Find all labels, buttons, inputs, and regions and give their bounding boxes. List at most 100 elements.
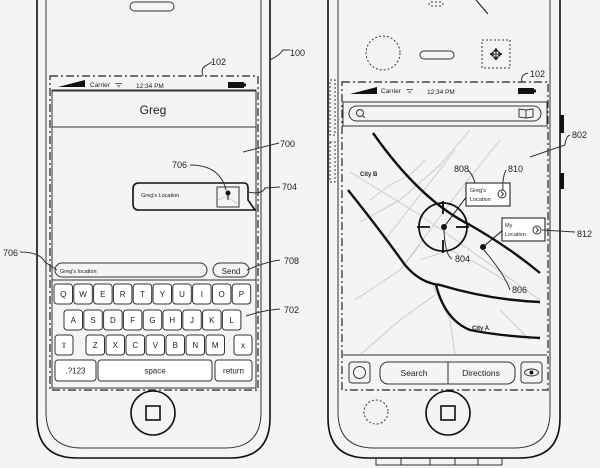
battery-icon [518, 88, 534, 94]
ref-804: 804 [455, 254, 470, 264]
key-c[interactable]: C [125, 334, 145, 356]
key-label: G [149, 316, 155, 325]
key-label: P [239, 290, 244, 299]
key-label: B [173, 341, 178, 350]
ref-802: 802 [572, 130, 587, 140]
key-label: U [179, 290, 185, 299]
key-u[interactable]: U [172, 283, 192, 305]
return-key[interactable]: return [214, 359, 253, 382]
ref-702: 702 [284, 305, 299, 315]
directions-tab-label: Directions [462, 368, 500, 378]
map-view[interactable]: City B City A Greg's Location [347, 129, 546, 356]
send-label: Send [222, 267, 241, 276]
key-f[interactable]: F [122, 309, 143, 331]
my-location-callout[interactable]: My Location [501, 217, 546, 242]
key-a[interactable]: A [63, 309, 83, 331]
key-label: T [140, 290, 145, 299]
key-q[interactable]: Q [53, 283, 73, 305]
key-label: Y [160, 290, 166, 299]
key-label: R [120, 290, 126, 299]
key-label: A [71, 316, 77, 325]
search-icon [356, 109, 364, 117]
location-bubble[interactable]: Greg's Location [132, 182, 257, 211]
ref-700: 700 [280, 139, 295, 149]
key-label: O [219, 290, 225, 299]
disclosure-icon[interactable] [497, 189, 507, 199]
space-key[interactable]: space [97, 359, 213, 382]
carrier-label: Carrier [381, 88, 402, 95]
ref-808: 808 [454, 164, 469, 174]
ref-102: 102 [211, 57, 226, 67]
bookmarks-icon[interactable] [518, 108, 534, 119]
map-thumbnail[interactable] [216, 186, 240, 208]
key-b[interactable]: B [165, 334, 185, 356]
key-label: I [201, 290, 203, 299]
key-z[interactable]: Z [85, 334, 105, 356]
key-n[interactable]: N [185, 334, 205, 356]
city-b-label: City B [360, 172, 378, 178]
volume-button[interactable] [329, 79, 336, 136]
ref-810: 810 [508, 164, 523, 174]
home-button[interactable] [425, 390, 471, 436]
key-label: S [90, 316, 95, 325]
key-label: V [153, 341, 159, 350]
home-button[interactable] [130, 390, 176, 436]
key-v[interactable]: V [145, 334, 165, 356]
key-e[interactable]: E [93, 283, 113, 305]
key-label: H [169, 316, 175, 325]
home-square-icon [145, 405, 161, 421]
key-l[interactable]: L [221, 309, 242, 331]
move-sensor [481, 39, 511, 69]
key-label: W [79, 290, 87, 299]
greg-location-callout[interactable]: Greg's Location [465, 182, 511, 207]
key-d[interactable]: D [103, 309, 123, 331]
side-button[interactable] [560, 115, 564, 133]
ref-708: 708 [284, 256, 299, 266]
key-y[interactable]: Y [152, 283, 172, 305]
camera-icon [365, 35, 401, 71]
key-k[interactable]: K [202, 309, 222, 331]
delete-key[interactable]: x [233, 334, 253, 356]
disclosure-icon[interactable] [532, 225, 542, 235]
key-h[interactable]: H [162, 309, 182, 331]
dock-connector [375, 458, 503, 466]
key-label: M [212, 341, 219, 350]
key-x[interactable]: X [105, 334, 125, 356]
key-p[interactable]: P [231, 283, 252, 305]
key-label: .?123 [65, 367, 86, 376]
message-input-value: Greg's location [60, 269, 97, 275]
key-s[interactable]: S [83, 309, 103, 331]
key-i[interactable]: I [192, 283, 212, 305]
key-j[interactable]: J [182, 309, 202, 331]
right-phone: ✥ Carrier ᯤ 12:34 PM [327, 0, 564, 466]
touch-screen [49, 75, 259, 391]
view-options-button[interactable] [520, 361, 543, 384]
key-label: K [209, 316, 215, 325]
send-button[interactable] [212, 262, 250, 278]
key-label: E [100, 290, 105, 299]
ref-100: 100 [290, 48, 305, 58]
shift-key[interactable]: ⇧ [54, 334, 74, 356]
key-g[interactable]: G [142, 309, 163, 331]
key-m[interactable]: M [205, 334, 225, 356]
key-w[interactable]: W [73, 283, 93, 305]
battery-icon [228, 82, 244, 88]
message-input[interactable] [54, 262, 208, 278]
home-square-icon [440, 405, 456, 421]
key-label: C [132, 341, 138, 350]
left-phone: Carrier ᯤ 12:34 PM Greg Greg's Location … [36, 0, 271, 459]
map-search-input[interactable] [348, 105, 542, 122]
left-phone-body [36, 0, 271, 459]
key-label: D [110, 316, 116, 325]
key-label: N [192, 341, 198, 350]
callout-text: Location [470, 197, 491, 203]
key-r[interactable]: R [112, 283, 133, 305]
key-label: Q [60, 290, 66, 299]
bubble-text: Greg's Location [141, 193, 179, 199]
current-location-button[interactable] [348, 361, 371, 384]
key-o[interactable]: O [211, 283, 232, 305]
numbers-key[interactable]: .?123 [54, 359, 97, 382]
signal-icon [58, 80, 85, 87]
key-t[interactable]: T [132, 283, 153, 305]
